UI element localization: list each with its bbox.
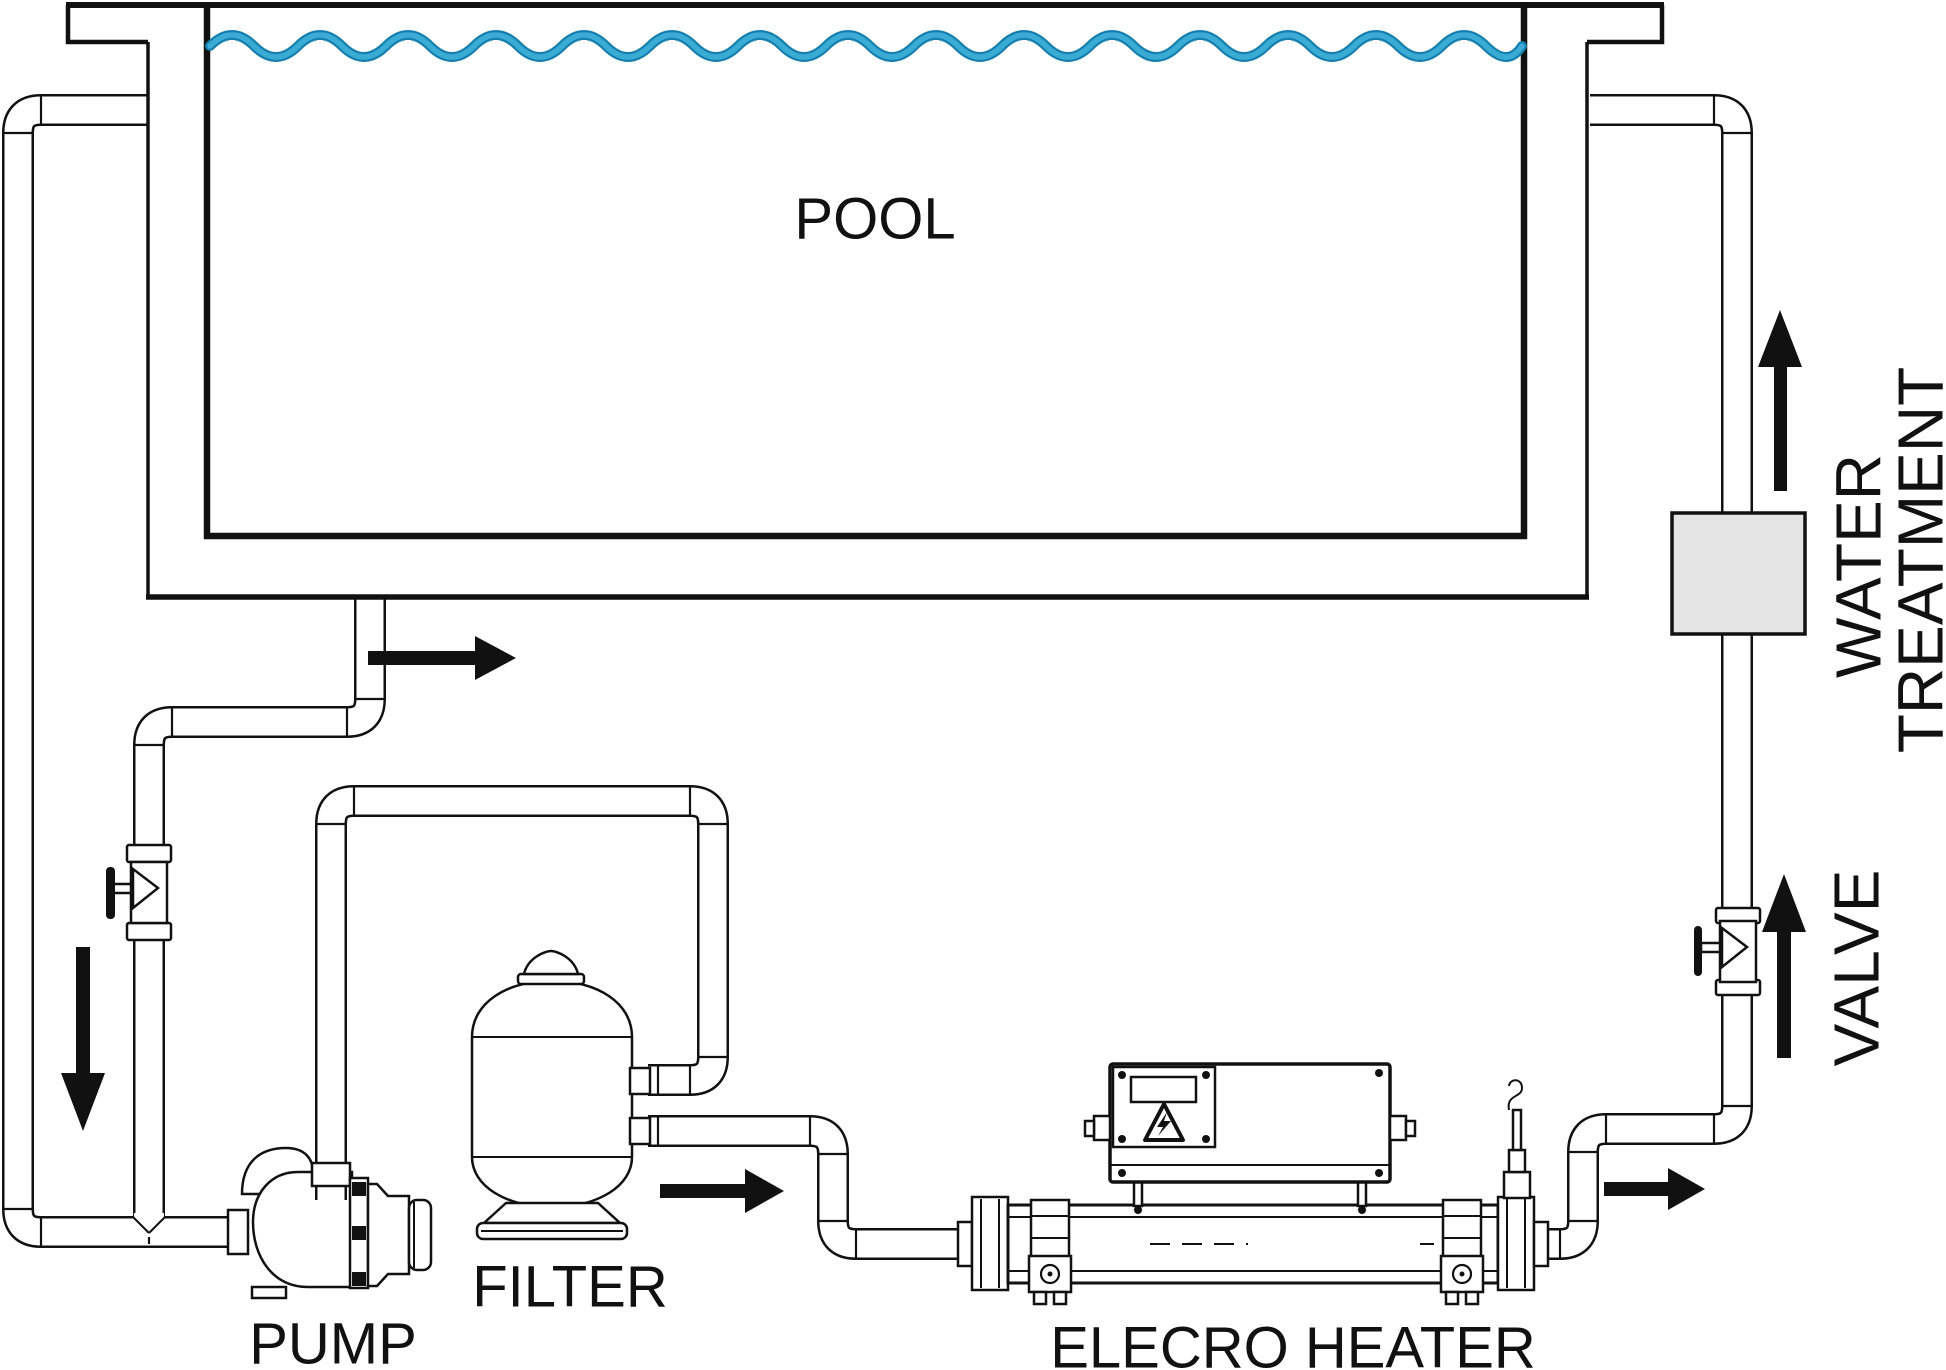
valve-handle — [106, 867, 115, 919]
heater-control-box — [1083, 1062, 1417, 1214]
valve-gate-icon — [131, 866, 161, 911]
filter-label: FILTER — [472, 1254, 668, 1319]
cable-gland-left — [1092, 1114, 1112, 1142]
heater-thermostat-probe — [1502, 1079, 1532, 1200]
pump — [240, 1146, 354, 1289]
labels: POOL PUMP FILTER ELECRO HEATER VALVE WAT… — [249, 186, 1946, 1370]
valve-label: VALVE — [1820, 870, 1892, 1067]
suction-tee-junction — [132, 1213, 166, 1244]
filter-lid-flange — [516, 972, 586, 986]
pump-label: PUMP — [249, 1311, 417, 1370]
pipe-runs — [2, 94, 1753, 1260]
heater-label: ELECRO HEATER — [1050, 1315, 1536, 1370]
heater-right-union — [1496, 1195, 1536, 1292]
pump-inlet-coupling — [226, 1208, 250, 1256]
heater-bracket-left — [1027, 1198, 1073, 1306]
water-surface-wave — [205, 30, 1527, 62]
filter-port-lower — [628, 1116, 652, 1146]
water-treatment-label-line1: WATER — [1822, 454, 1894, 678]
pool-coping-left — [65, 5, 148, 45]
pool-basin — [203, 5, 1528, 540]
heater-left-flange — [956, 1220, 974, 1268]
pump-details — [226, 1161, 433, 1300]
control-display — [1129, 1075, 1198, 1104]
flow-arrow-up-icon — [1758, 310, 1802, 491]
heater-bracket-right — [1439, 1198, 1485, 1306]
filter-lid-dome — [522, 949, 580, 976]
water-treatment-unit — [1670, 511, 1807, 636]
pump-motor-endcap — [407, 1198, 433, 1272]
pipe-suction-line — [2, 94, 236, 1248]
heater-left-union — [970, 1195, 1010, 1292]
filter-base — [480, 1201, 624, 1225]
pipe-drain-line — [133, 599, 386, 1216]
water-treatment-label-line2: TREATMENT — [1884, 367, 1946, 753]
filter-port-upper — [628, 1066, 652, 1096]
heater-right-flange — [1532, 1220, 1550, 1268]
suction-valve — [106, 843, 173, 942]
flow-arrow-down-icon — [61, 947, 105, 1131]
filter-vessel — [470, 979, 634, 1209]
valve-handle — [1694, 926, 1702, 976]
pump-foot — [250, 1285, 288, 1300]
flow-arrow-right-icon — [660, 1169, 784, 1213]
pool-coping-right — [1587, 5, 1665, 45]
electric-heater — [956, 1062, 1550, 1306]
pool-label: POOL — [794, 186, 955, 251]
pipe-return-riser — [1542, 94, 1753, 1260]
flow-arrow-up-icon — [1762, 874, 1806, 1058]
flow-arrow-right-icon — [368, 636, 516, 680]
filter — [470, 949, 660, 1241]
water-treatment-box — [1670, 511, 1807, 636]
pool — [65, 2, 1665, 600]
valve-gate-icon — [1720, 925, 1750, 970]
cable-gland-right — [1388, 1114, 1408, 1142]
pipe-filter-to-heater — [648, 1115, 970, 1260]
pump-volute-body — [251, 1170, 354, 1289]
pump-motor — [366, 1182, 411, 1288]
flow-arrows — [61, 310, 1806, 1213]
flow-arrow-right-icon — [1604, 1168, 1705, 1210]
pump-outlet-coupling — [310, 1161, 352, 1188]
return-valve — [1694, 906, 1762, 997]
pipe-pump-to-filter — [315, 785, 729, 1200]
pipe-joint-lines — [2, 94, 1753, 1260]
